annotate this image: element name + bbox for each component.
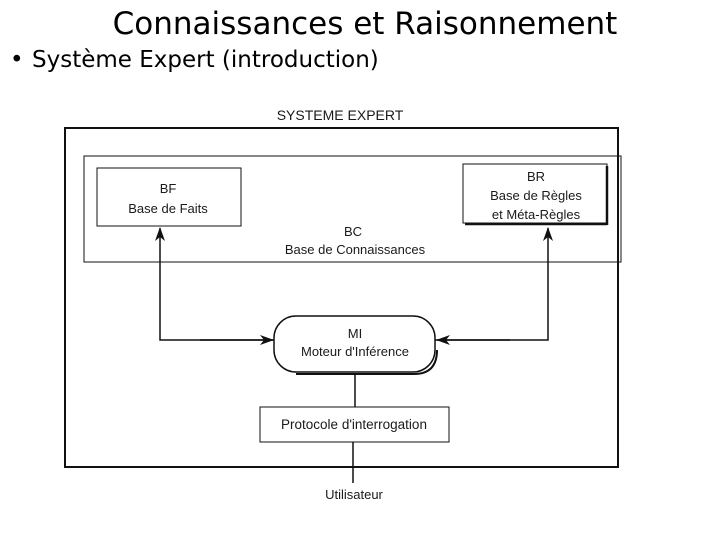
arrow-mi-to-bf [155,227,274,341]
protocol-label: Protocole d'interrogation [281,417,427,432]
br-label-line2: et Méta-Règles [492,207,581,222]
bullet-text: Système Expert (introduction) [32,47,379,73]
mi-box [273,315,436,373]
protocol-box [259,406,450,443]
bc-abbrev: BC [344,224,362,239]
mi-label: Moteur d'Inférence [301,344,409,359]
bf-abbrev: BF [160,181,177,196]
system-label: SYSTEME EXPERT [277,107,404,123]
br-abbrev: BR [527,169,545,184]
arrow-mi-to-br [435,227,553,341]
bf-label: Base de Faits [128,201,208,216]
bullet-item: • Système Expert (introduction) [10,44,379,76]
user-label: Utilisateur [325,487,383,502]
bc-label: Base de Connaissances [285,242,426,257]
slide-title: Connaissances et Raisonnement [112,6,618,42]
bf-box [96,167,242,227]
system-box [64,127,619,468]
bc-box [83,155,622,263]
bullet-glyph: • [10,47,24,73]
mi-abbrev: MI [348,326,362,341]
br-label-line1: Base de Règles [490,188,582,203]
mi-box-shadow [296,349,438,375]
